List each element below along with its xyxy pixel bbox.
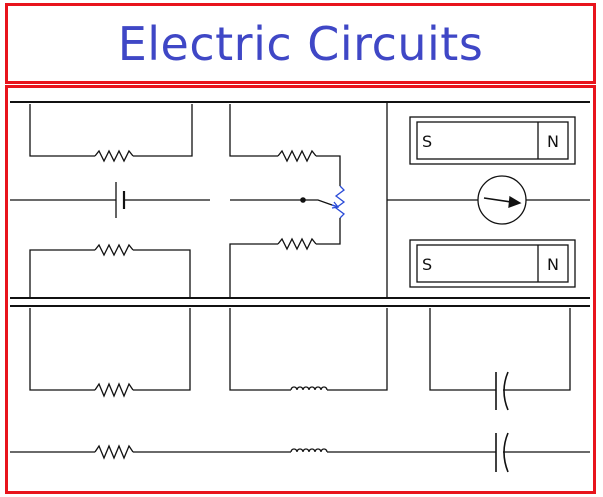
magnet-north-label: N <box>547 132 559 151</box>
circuit-inductor-line <box>210 448 430 453</box>
resistor-icon <box>277 149 317 163</box>
circuit-resistor-loop-lower <box>29 308 191 398</box>
magnet-north-label: N <box>547 255 559 274</box>
inductor-icon <box>290 448 328 453</box>
magnet-south-label: S <box>422 255 432 274</box>
circuit-resistor-loop-top <box>29 104 193 163</box>
capacitor-icon <box>495 371 509 411</box>
circuit-cell-line <box>10 182 210 218</box>
rheostat-icon <box>331 185 346 219</box>
galvanometer-circuit <box>387 175 590 225</box>
title-banner: Electric Circuits <box>5 3 596 84</box>
bar-magnet-top: S N <box>409 116 576 165</box>
page-title: Electric Circuits <box>117 16 484 71</box>
bar-magnet-bottom: S N <box>409 239 576 288</box>
circuit-capacitor-loop <box>429 308 571 411</box>
circuit-resistor-line <box>10 444 210 460</box>
magnet-south-label: S <box>422 132 432 151</box>
separator-lines <box>10 101 590 307</box>
circuit-inductor-loop <box>229 308 388 391</box>
circuit-capacitor-line <box>430 432 590 473</box>
resistor-icon <box>94 243 134 257</box>
circuit-resistor-loop-bottom <box>29 243 191 298</box>
resistor-icon <box>94 382 134 398</box>
galvanometer-icon <box>477 175 527 225</box>
resistor-icon <box>277 237 317 251</box>
diagram-frame <box>5 85 596 494</box>
circuit-rheostat-network <box>229 104 346 298</box>
cell-icon <box>115 182 126 218</box>
resistor-icon <box>94 444 134 460</box>
resistor-icon <box>94 149 134 163</box>
inductor-icon <box>290 386 328 391</box>
